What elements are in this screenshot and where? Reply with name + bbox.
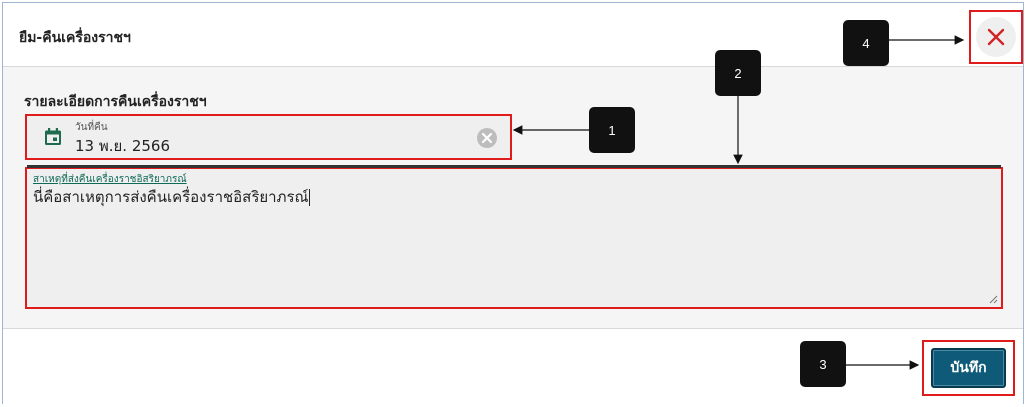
dialog-header: ยืม-คืนเครื่องราชฯ [3,3,1023,67]
close-icon-circle[interactable] [976,17,1016,57]
return-reason-value[interactable]: นี่คือสาเหตุการส่งคืนเครื่องราชอิสริยาภร… [33,188,309,206]
dialog-title: ยืม-คืนเครื่องราชฯ [19,30,131,46]
return-date-value[interactable]: 13 พ.ย. 2566 [75,137,171,155]
callout-2: 2 [715,50,761,96]
calendar-icon [45,128,61,145]
callout-3: 3 [800,341,846,387]
clear-circle-icon[interactable] [476,127,498,149]
return-date-label: วันที่คืน [75,122,108,133]
callout-1: 1 [589,107,635,153]
callout-4: 4 [843,20,889,66]
return-reason-value-wrap[interactable]: นี่คือสาเหตุการส่งคืนเครื่องราชอิสริยาภร… [33,185,311,209]
save-button[interactable]: บันทึก [931,348,1006,388]
dialog-footer: บันทึก [3,329,1023,405]
return-reason-label: สาเหตุที่ส่งคืนเครื่องราชอิสริยาภรณ์ [33,174,187,185]
text-cursor [309,189,311,206]
save-button-highlight: บันทึก [922,340,1015,396]
resize-handle-icon[interactable] [988,294,998,304]
return-reason-textarea[interactable]: สาเหตุที่ส่งคืนเครื่องราชอิสริยาภรณ์ นี่… [25,165,1003,309]
dialog-body: รายละเอียดการคืนเครื่องราชฯ วันที่คืน 13… [3,67,1023,329]
close-icon[interactable] [986,27,1006,47]
close-button[interactable] [969,10,1023,64]
section-title: รายละเอียดการคืนเครื่องราชฯ [24,94,207,110]
return-date-field[interactable]: วันที่คืน 13 พ.ย. 2566 [25,114,512,160]
